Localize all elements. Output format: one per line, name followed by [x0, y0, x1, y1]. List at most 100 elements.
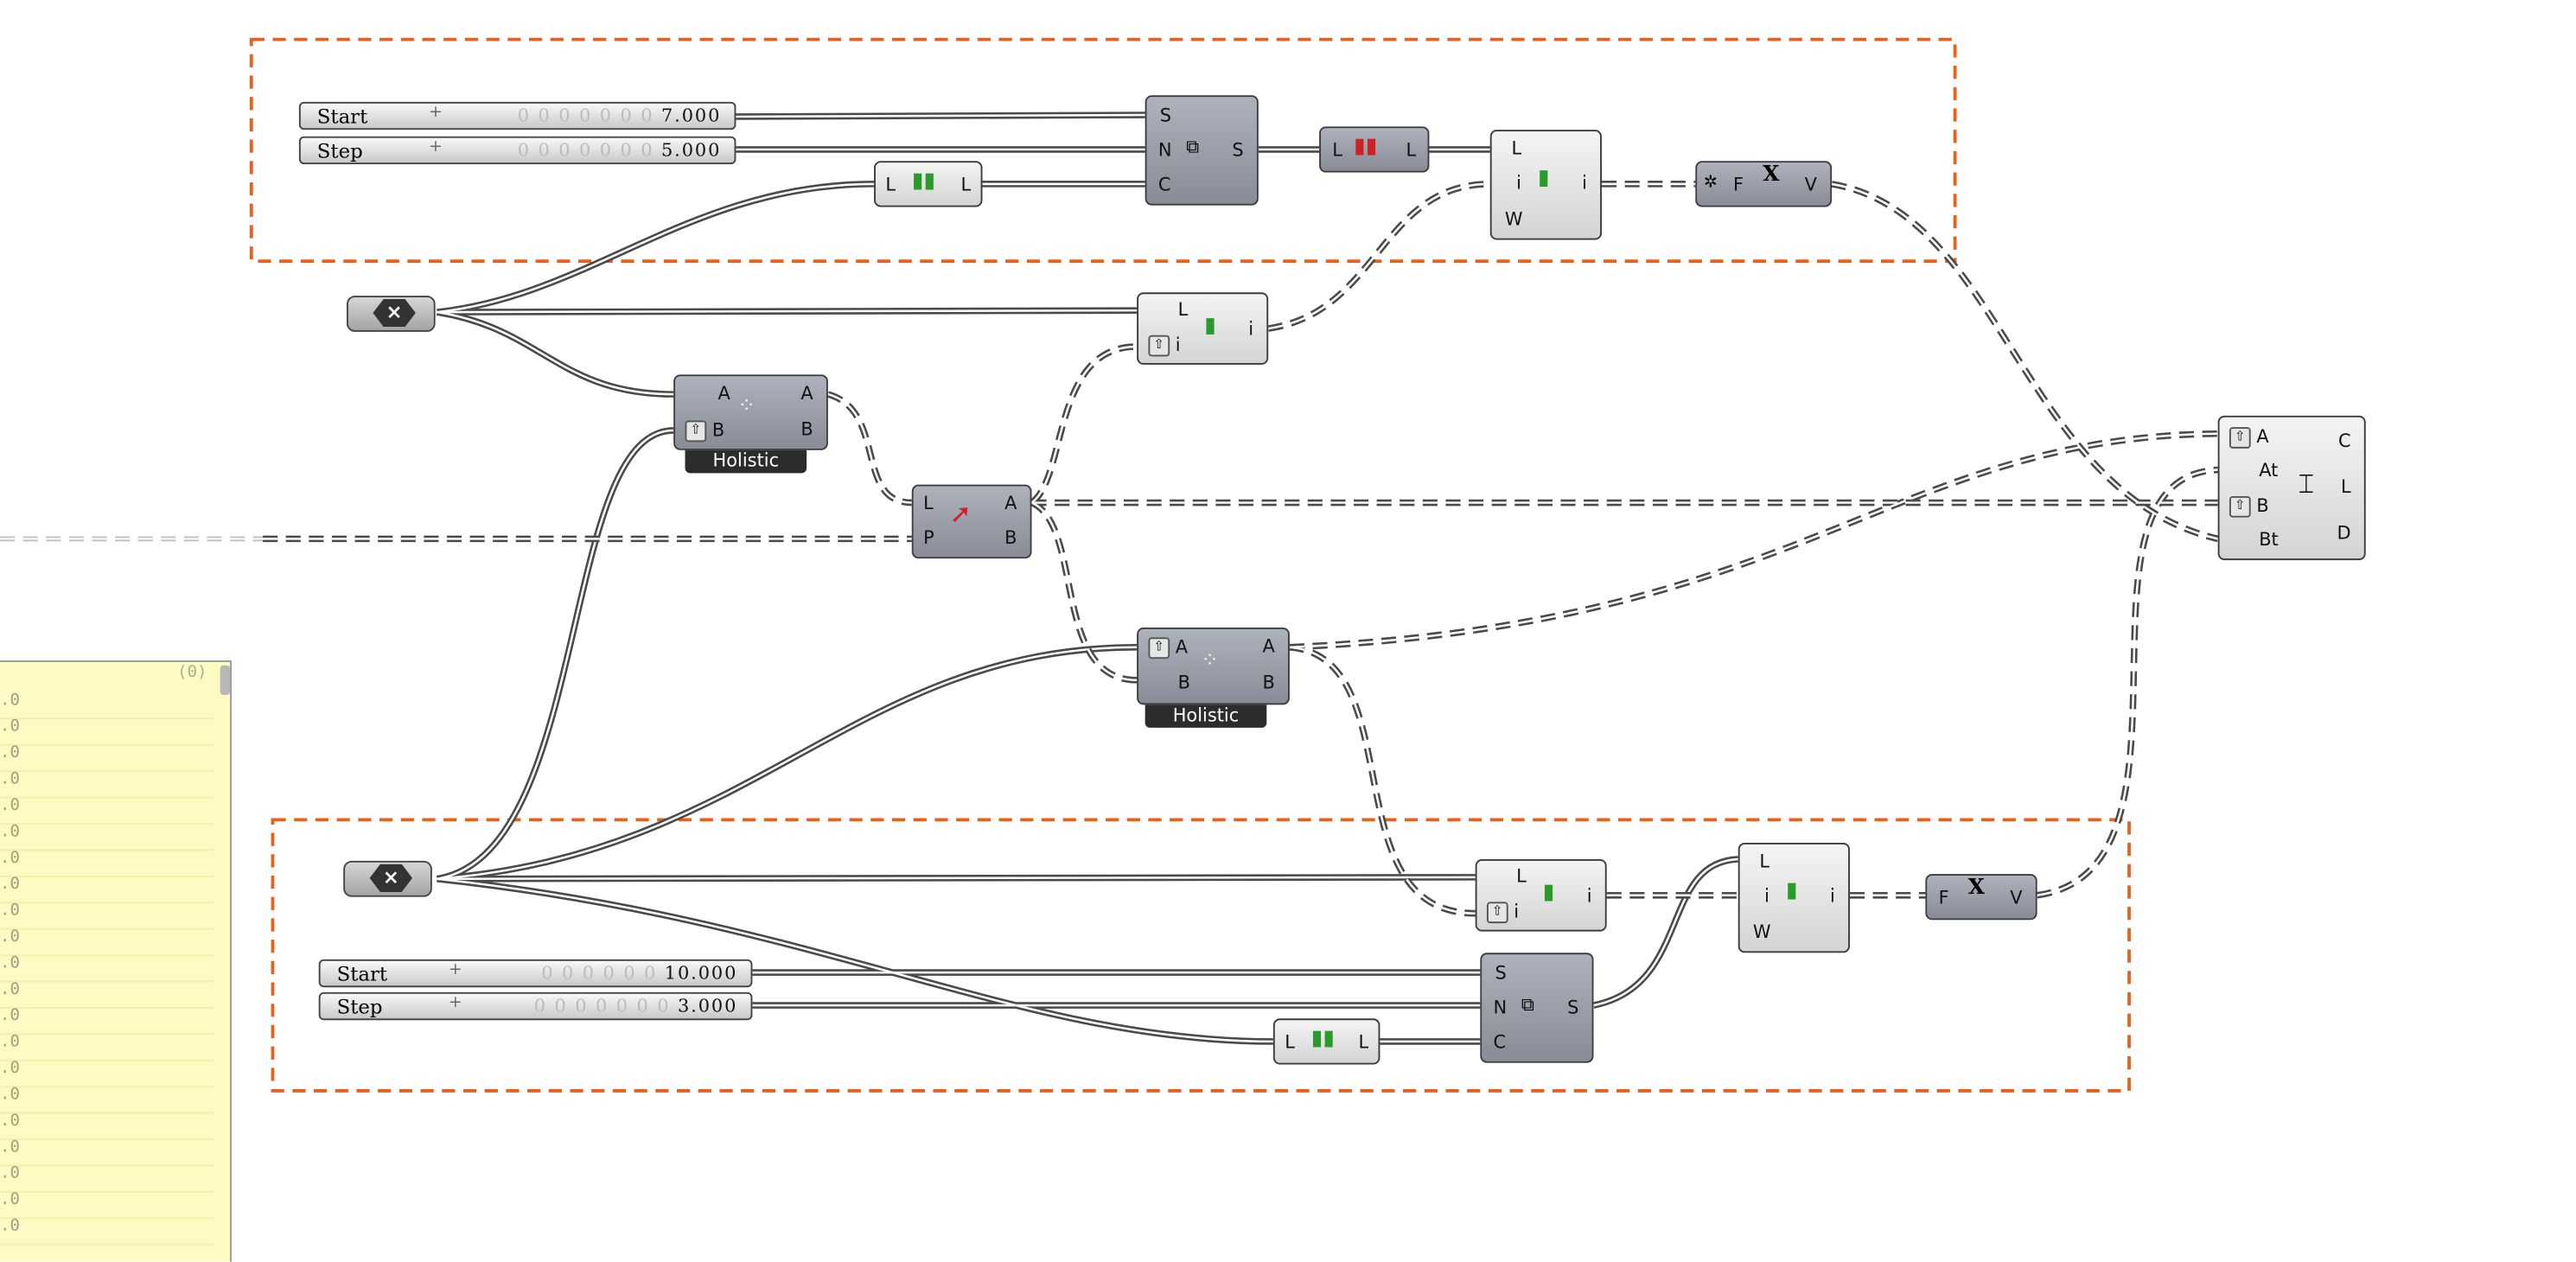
- item-top[interactable]: L ⇧ i ▮ i: [1137, 292, 1269, 365]
- list-length-bottom[interactable]: L ▮▮ L: [1272, 1018, 1380, 1065]
- pin-f[interactable]: F: [1733, 174, 1744, 196]
- pin-out[interactable]: L: [960, 174, 972, 196]
- group-frame-top[interactable]: [249, 37, 1957, 264]
- start-slider-bottom[interactable]: Start + 0 0 0 0 0 0 10.000: [318, 959, 753, 988]
- group-frame-bottom[interactable]: [271, 818, 2131, 1093]
- list-item-bottom[interactable]: L i W ▮ i: [1738, 842, 1850, 953]
- pin-in[interactable]: L: [1332, 139, 1342, 162]
- slider-digits: 0 0 0 0 0 0 0 7.000: [517, 105, 722, 127]
- series-bottom[interactable]: S N C ⧉ S: [1480, 953, 1594, 1063]
- pin-a-out[interactable]: A: [1262, 635, 1275, 658]
- panel-scrollbar[interactable]: [220, 665, 231, 695]
- pin-in[interactable]: L: [1285, 1031, 1295, 1054]
- relay-icon: ×: [373, 298, 416, 328]
- pin-i[interactable]: ⇧ i: [1486, 902, 1519, 924]
- step-slider-top[interactable]: Step + 0 0 0 0 0 0 0 5.000: [298, 136, 736, 165]
- pin-a-out[interactable]: A: [800, 382, 813, 405]
- pin-a[interactable]: A: [717, 382, 730, 405]
- panel-row: .0: [0, 1007, 214, 1036]
- list-item-top[interactable]: L i W ▮ i: [1489, 130, 1602, 240]
- pin-a[interactable]: ⇧ A: [2228, 427, 2269, 449]
- slider-digits: 0 0 0 0 0 0 0 5.000: [517, 139, 722, 162]
- pin-b[interactable]: B: [1004, 527, 1017, 549]
- item-bottom[interactable]: L ⇧ i ▮ i: [1475, 858, 1607, 932]
- pin-s[interactable]: S: [1495, 962, 1507, 985]
- pin-f[interactable]: F: [1938, 887, 1949, 908]
- pin-w[interactable]: W: [1752, 921, 1771, 943]
- pin-out[interactable]: S: [1232, 139, 1244, 162]
- pin-out[interactable]: i: [1586, 885, 1592, 908]
- pin-v[interactable]: V: [1804, 174, 1817, 196]
- pin-out[interactable]: S: [1567, 997, 1579, 1019]
- panel-row: .0: [0, 1060, 214, 1088]
- slider-plus: +: [429, 137, 443, 156]
- pin-n[interactable]: N: [1157, 139, 1172, 162]
- holistic-bottom[interactable]: ⇧ A B ⁘ A B: [1137, 627, 1290, 705]
- step-slider-bottom[interactable]: Step + 0 0 0 0 0 0 0 3.000: [318, 991, 753, 1021]
- pin-p[interactable]: P: [923, 527, 934, 549]
- pin-bt[interactable]: Bt: [2259, 528, 2279, 551]
- slider-value: 10.000: [664, 962, 738, 985]
- pin-c[interactable]: C: [1157, 174, 1171, 196]
- panel-row: .0: [0, 823, 214, 851]
- series-top[interactable]: S N C ⧉ S: [1145, 95, 1259, 206]
- evaluate-curve[interactable]: L P ➚ A B: [911, 484, 1032, 559]
- pin-b[interactable]: B: [1177, 672, 1191, 694]
- pin-w[interactable]: W: [1504, 208, 1523, 231]
- reverse-top[interactable]: L ▮▮ L: [1319, 126, 1430, 173]
- arc-sed[interactable]: ⇧ A At ⇧ B Bt ⌶ C L D: [2217, 415, 2366, 561]
- pin-l[interactable]: L: [1511, 137, 1522, 160]
- pin-l[interactable]: L: [1177, 298, 1189, 321]
- pin-c[interactable]: C: [2338, 430, 2351, 452]
- list-item-icon: ▮: [1785, 878, 1798, 904]
- pin-out[interactable]: i: [1830, 885, 1835, 908]
- panel-row: .0: [0, 692, 214, 720]
- pin-i[interactable]: i: [1764, 885, 1769, 908]
- start-slider-top[interactable]: Start + 0 0 0 0 0 0 0 7.000: [298, 101, 736, 131]
- pin-c[interactable]: C: [1493, 1031, 1507, 1054]
- relay-top[interactable]: ×: [347, 296, 436, 332]
- pin-out[interactable]: L: [1406, 139, 1417, 162]
- panel-row: .0: [0, 902, 214, 930]
- expression-top[interactable]: ✲ F X V: [1695, 161, 1833, 207]
- holistic-icon: ⁘: [737, 394, 756, 419]
- pin-v[interactable]: V: [2010, 887, 2023, 908]
- pin-b[interactable]: ⇧ B: [685, 421, 724, 443]
- pin-i[interactable]: ⇧ i: [1148, 335, 1181, 357]
- item-icon: ▮: [1204, 313, 1216, 339]
- expression-param-icon: ✲: [1703, 174, 1718, 193]
- output-panel[interactable]: (0) .0 .0 .0 .0 .0 .0 .0 .0 .0 .0 .0 .0 …: [0, 660, 232, 1262]
- pin-a[interactable]: A: [1004, 493, 1017, 514]
- pin-n[interactable]: N: [1493, 997, 1508, 1019]
- reverse-list-icon: ▮▮: [1354, 134, 1378, 160]
- panel-row: .0: [0, 954, 214, 983]
- panel-row: .0: [0, 718, 214, 746]
- pin-a[interactable]: ⇧ A: [1148, 637, 1188, 660]
- pin-s[interactable]: S: [1159, 105, 1172, 127]
- panel-header: (0): [177, 663, 207, 682]
- pin-out[interactable]: i: [1248, 318, 1254, 341]
- pin-b-out[interactable]: B: [800, 418, 813, 441]
- holistic-top[interactable]: A ⇧ B ⁘ A B: [673, 374, 828, 450]
- pin-l[interactable]: L: [1516, 865, 1527, 888]
- pin-at[interactable]: At: [2259, 460, 2279, 481]
- pin-l[interactable]: L: [1759, 851, 1770, 873]
- expression-bottom[interactable]: F X V: [1925, 874, 2037, 921]
- pin-b[interactable]: ⇧ B: [2228, 495, 2269, 518]
- list-length-top[interactable]: L ▮▮ L: [874, 161, 983, 207]
- slider-value: 7.000: [660, 105, 722, 127]
- panel-row: .0: [0, 1086, 214, 1114]
- slider-plus: +: [448, 960, 462, 979]
- pin-d[interactable]: D: [2337, 522, 2351, 545]
- pin-l[interactable]: L: [923, 493, 934, 514]
- slider-digits: 0 0 0 0 0 0 0 3.000: [533, 995, 738, 1017]
- pin-l[interactable]: L: [2340, 476, 2351, 498]
- pin-out[interactable]: L: [1358, 1031, 1369, 1054]
- pin-out[interactable]: i: [1582, 172, 1587, 194]
- pin-i[interactable]: i: [1516, 172, 1521, 194]
- pin-b-out[interactable]: B: [1262, 672, 1275, 694]
- relay-bottom[interactable]: ×: [343, 860, 432, 897]
- pin-in[interactable]: L: [885, 174, 896, 196]
